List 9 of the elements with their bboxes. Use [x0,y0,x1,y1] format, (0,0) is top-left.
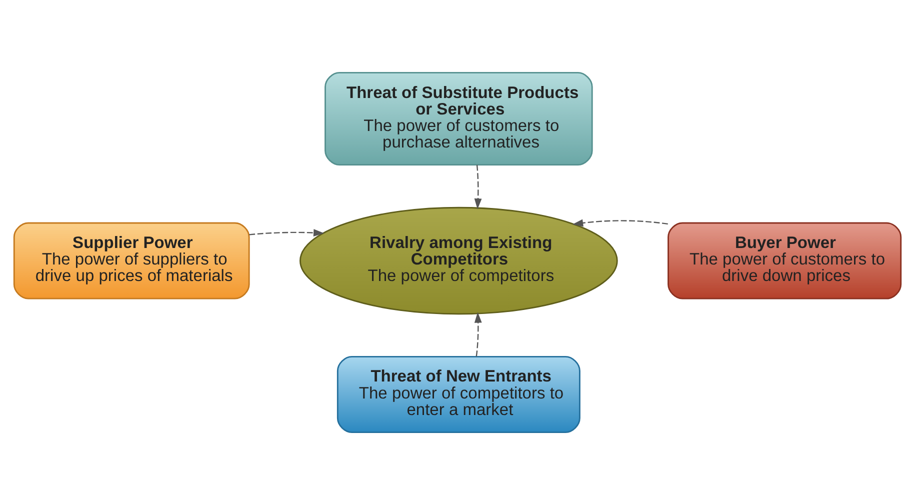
node-box: Buyer Power The power of customers to drive down prices [667,222,902,299]
arrow [572,218,668,226]
node-box: Supplier Power The power of suppliers to drive up prices of materials [12,222,250,299]
arrow [474,312,482,356]
arrow [248,228,324,236]
node-ellipse: Rivalry among Existing Competitors The power of competitors [299,206,618,314]
arrow [474,164,482,209]
node-box: Threat of Substitute Products or Services The power of customers to purchase alternatives [324,72,592,166]
node-box: Threat of New Entrants The power of competitors to enter a market [336,356,580,432]
